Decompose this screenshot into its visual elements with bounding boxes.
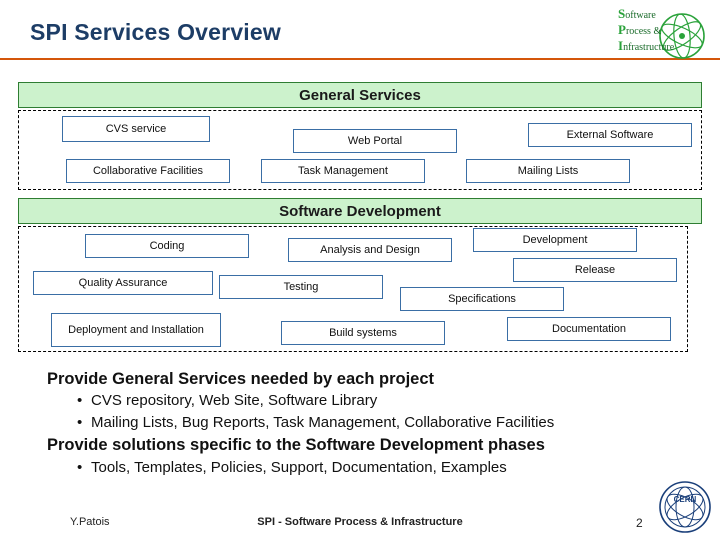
spi-logo-line-1: Software <box>618 6 656 21</box>
item-coding[interactable]: Coding <box>85 234 249 258</box>
item-release[interactable]: Release <box>513 258 677 282</box>
bullet-glyph: • <box>77 414 83 432</box>
section-heading-software-development: Software Development <box>18 198 702 224</box>
body-bullet-1: • CVS repository, Web Site, Software Libr… <box>47 392 687 410</box>
item-build-systems[interactable]: Build systems <box>281 321 445 345</box>
item-specifications[interactable]: Specifications <box>400 287 564 311</box>
spi-logo-swirl-icon <box>659 13 705 59</box>
bullet-glyph: • <box>77 458 83 476</box>
body-text: Provide General Services needed by each … <box>47 370 687 481</box>
page-title: SPI Services Overview <box>30 19 281 45</box>
footer-author: Y.Patois <box>70 516 110 528</box>
spi-logo: Software Process & Infrastructure <box>616 2 712 64</box>
bullet-glyph: • <box>77 392 83 410</box>
item-deployment-and-installation[interactable]: Deployment and Installation <box>51 313 221 347</box>
item-cvs-service[interactable]: CVS service <box>62 116 210 142</box>
spi-logo-line-2: Process & <box>618 22 662 37</box>
item-external-software[interactable]: External Software <box>528 123 692 147</box>
item-development[interactable]: Development <box>473 228 637 252</box>
item-web-portal[interactable]: Web Portal <box>293 129 457 153</box>
body-lead-1: Provide General Services needed by each … <box>47 370 435 388</box>
body-bullet-2-text: Mailing Lists, Bug Reports, Task Managem… <box>91 414 555 432</box>
body-bullet-3-text: Tools, Templates, Policies, Support, Doc… <box>91 458 507 476</box>
svg-text:CERN: CERN <box>674 495 697 504</box>
section-heading-general-services: General Services <box>18 82 702 108</box>
item-mailing-lists[interactable]: Mailing Lists <box>466 159 630 183</box>
software-development-group <box>18 226 688 352</box>
footer-center-text: SPI - Software Process & Infrastructure <box>257 516 463 528</box>
body-bullet-2: • Mailing Lists, Bug Reports, Task Manage… <box>47 414 687 432</box>
footer-page-number: 2 <box>636 516 643 530</box>
body-bullet-1-text: CVS repository, Web Site, Software Libra… <box>91 392 378 410</box>
item-documentation[interactable]: Documentation <box>507 317 671 341</box>
item-quality-assurance[interactable]: Quality Assurance <box>33 271 213 295</box>
item-testing[interactable]: Testing <box>219 275 383 299</box>
title-divider <box>0 58 720 60</box>
body-bullet-3: • Tools, Templates, Policies, Support, Do… <box>47 459 687 477</box>
body-lead-2: Provide solutions specific to the Softwa… <box>47 436 545 455</box>
item-collaborative-facilities[interactable]: Collaborative Facilities <box>66 159 230 183</box>
general-services-group <box>18 110 702 190</box>
cern-logo-icon: CERN <box>658 480 712 534</box>
item-analysis-and-design[interactable]: Analysis and Design <box>288 238 452 262</box>
item-task-management[interactable]: Task Management <box>261 159 425 183</box>
spi-logo-line-3: Infrastructure <box>618 38 675 53</box>
